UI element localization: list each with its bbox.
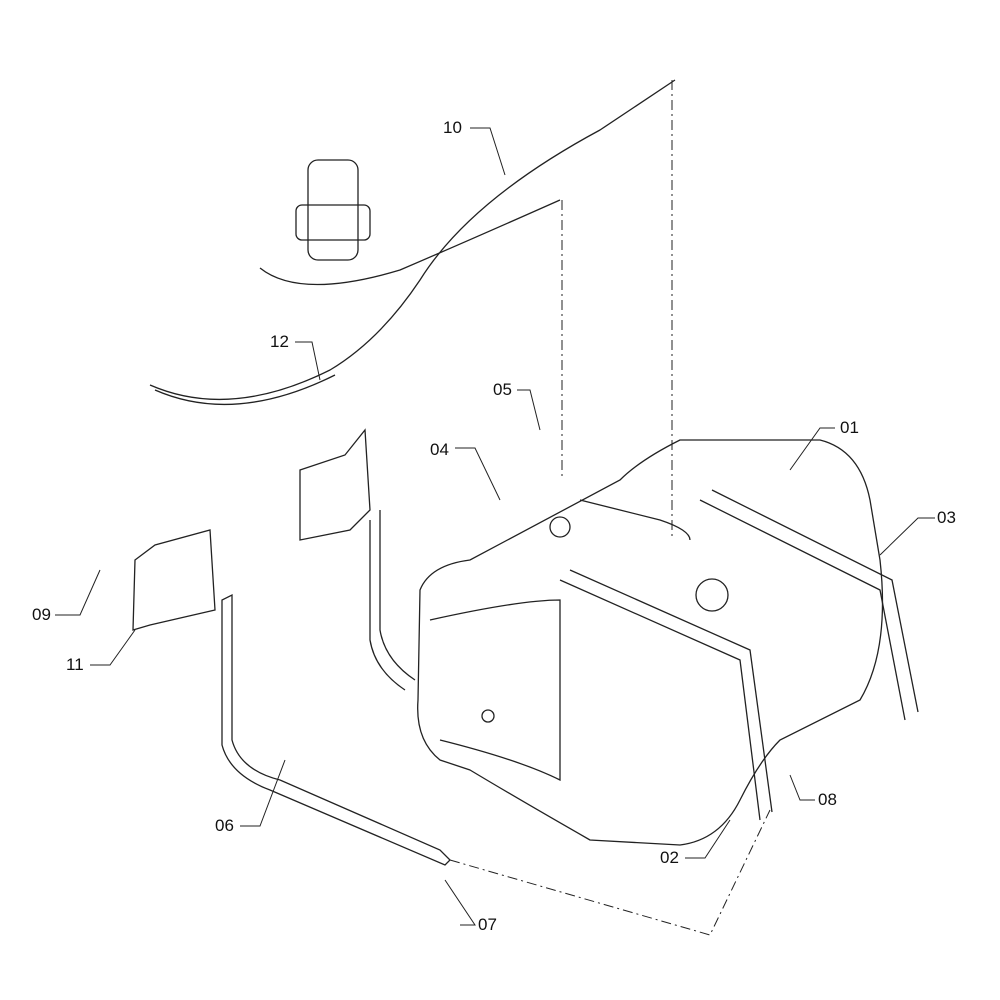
tank-straps: [559, 489, 919, 821]
callout-08: 08: [818, 790, 837, 809]
brackets: [132, 428, 451, 866]
callout-04: 04: [430, 440, 449, 459]
callout-10: 10: [443, 118, 462, 137]
callout-07: 07: [478, 915, 497, 934]
callout-01: 01: [840, 418, 859, 437]
callout-09: 09: [32, 605, 51, 624]
callout-11: 11: [66, 655, 84, 674]
callout-06: 06: [215, 816, 234, 835]
fuel-lines: [149, 79, 676, 406]
leader-lines: [55, 127, 935, 926]
callout-05: 05: [493, 380, 512, 399]
callout-02: 02: [660, 848, 679, 867]
fuel-tank: [417, 439, 884, 846]
callout-12: 12: [270, 332, 289, 351]
fuel-filter: [295, 159, 371, 261]
callout-03: 03: [937, 508, 956, 527]
assembly-lines: [449, 80, 771, 936]
